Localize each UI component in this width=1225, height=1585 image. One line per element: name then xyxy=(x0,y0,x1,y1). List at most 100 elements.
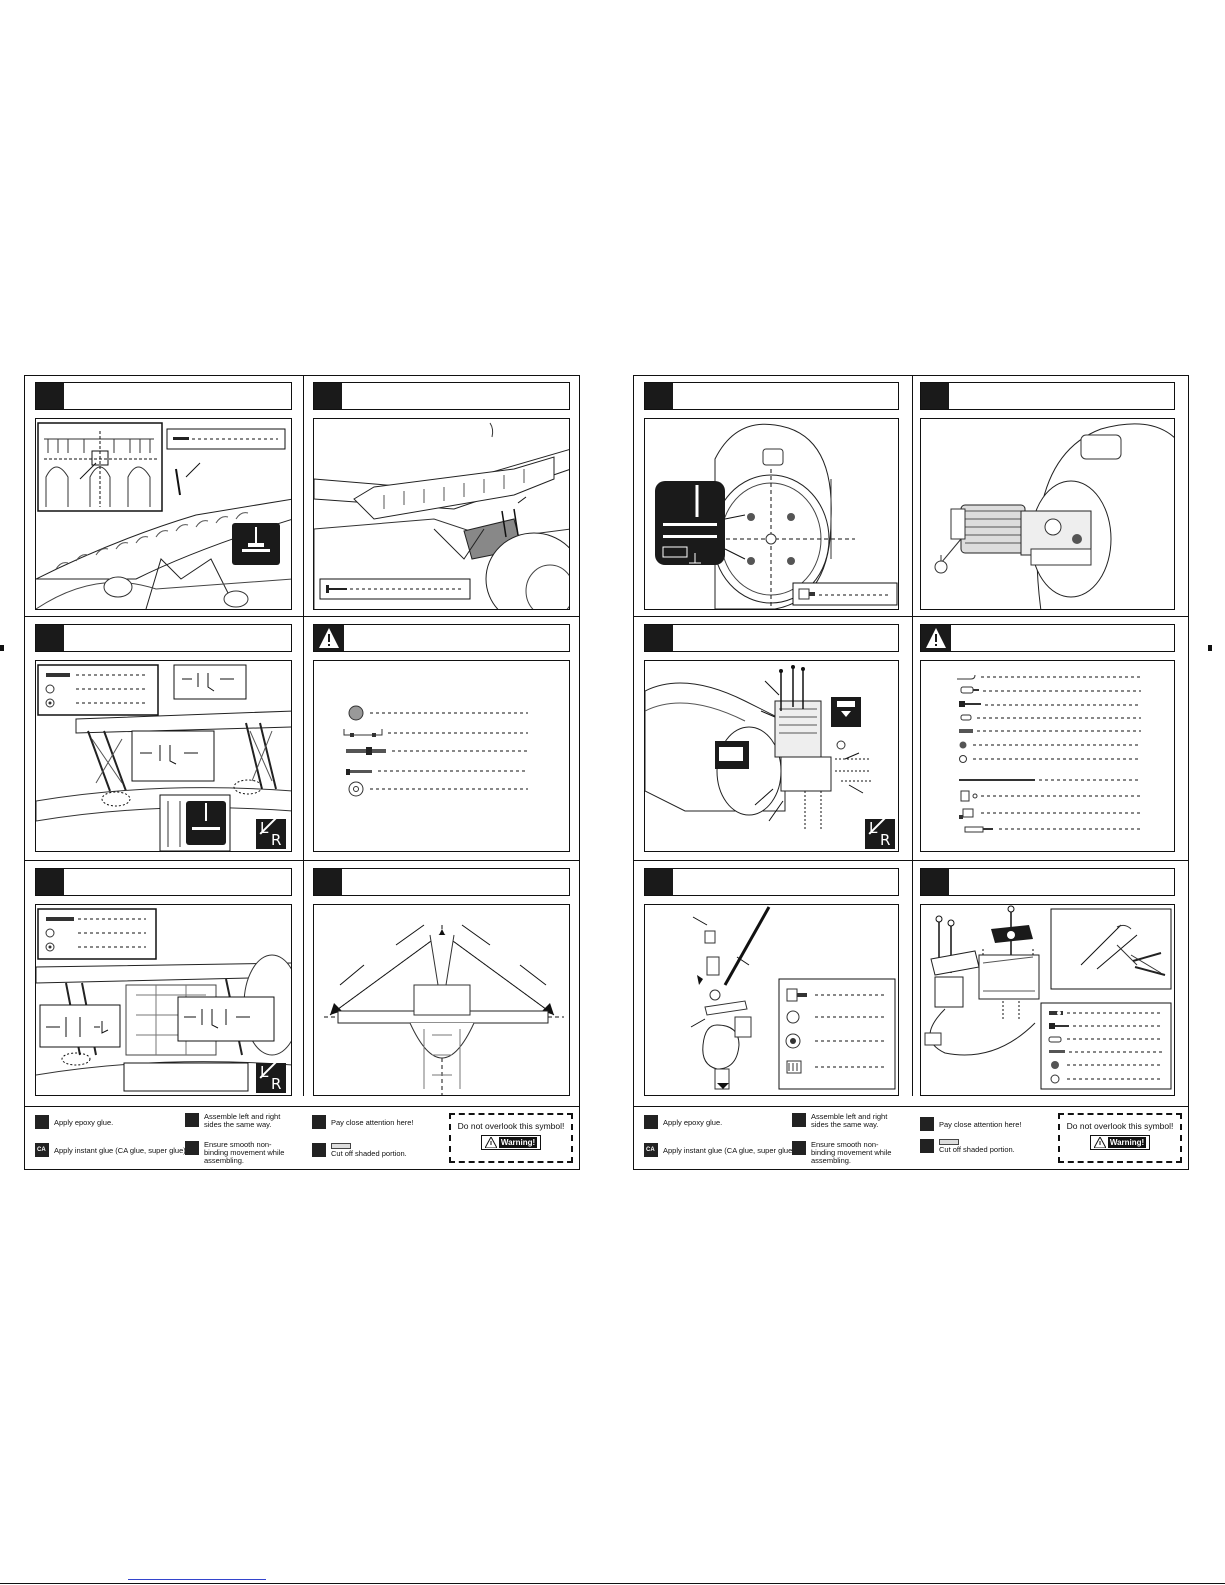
cutoff-icon xyxy=(920,1139,934,1153)
firewall-drawing xyxy=(655,423,898,609)
step-number-box xyxy=(921,383,949,409)
step-header xyxy=(644,624,899,652)
warning-badge: Warning! xyxy=(480,1135,542,1150)
warning-badge: Warning! xyxy=(1089,1135,1151,1150)
row-divider xyxy=(634,616,1188,617)
hardware-list-panel-2 xyxy=(920,660,1175,852)
row-divider xyxy=(25,860,579,861)
step-number-box xyxy=(314,869,342,895)
epoxy-icon xyxy=(35,1115,49,1129)
ca-icon: CA xyxy=(35,1143,49,1157)
interplane-struts-drawing xyxy=(36,908,291,1092)
smooth-icon xyxy=(185,1141,199,1155)
legend-instant: CA Apply instant glue (CA glue, super glu… xyxy=(35,1143,188,1157)
warning-triangle-icon xyxy=(484,1137,497,1148)
ca-icon: CA xyxy=(644,1143,658,1157)
lr-letter-r: R xyxy=(271,831,282,849)
symbol-legend: Apply epoxy glue. CA Apply instant glue (… xyxy=(25,1106,579,1169)
step-header xyxy=(644,868,899,896)
legend-instant-text: Apply instant glue (CA glue, super glue)… xyxy=(54,1146,188,1155)
step-illustration-servos xyxy=(920,904,1175,1096)
warning-triangle-icon xyxy=(1093,1137,1106,1148)
legend-cutoff-text: Cut off shaded portion. xyxy=(331,1149,407,1158)
step-illustration-wing-mount xyxy=(313,418,570,610)
epoxy-icon xyxy=(644,1115,658,1129)
legend-cutoff-text: Cut off shaded portion. xyxy=(939,1145,1015,1154)
legend-instant: CA Apply instant glue (CA glue, super glu… xyxy=(644,1143,797,1157)
step-illustration-interplane-struts: L R xyxy=(35,904,292,1096)
step-number-box xyxy=(314,383,342,409)
ca-icon-text: CA xyxy=(37,1147,46,1153)
step-number-box xyxy=(645,869,673,895)
warning-header xyxy=(313,624,570,652)
cutoff-icon xyxy=(312,1143,326,1157)
warning-triangle-icon xyxy=(926,628,946,648)
hardware-list-panel xyxy=(313,660,570,852)
left-right-icon: L R xyxy=(256,814,286,849)
engine-mount-drawing xyxy=(645,665,871,831)
step-illustration-struts: L R xyxy=(35,660,292,852)
overlook-symbol-box: Do not overlook this symbol! Warning! xyxy=(1058,1113,1182,1163)
step-number-box xyxy=(645,625,673,651)
legend-lr-text: Assemble left and right sides the same w… xyxy=(811,1112,888,1129)
left-right-icon: L R xyxy=(865,814,895,849)
hardware-list-2-drawing xyxy=(957,674,1141,833)
legend-epoxy-text: Apply epoxy glue. xyxy=(54,1118,114,1127)
wing-mount-drawing xyxy=(314,422,569,609)
page-bottom-rule xyxy=(0,1583,1225,1584)
overlook-text: Do not overlook this symbol! xyxy=(1066,1121,1174,1131)
lr-letter-r: R xyxy=(271,1075,282,1093)
shaded-portion-swatch xyxy=(939,1139,959,1145)
warning-icon-box xyxy=(921,625,951,651)
legend-lr: Assemble left and right sides the same w… xyxy=(792,1113,902,1129)
overlook-text: Do not overlook this symbol! xyxy=(457,1121,565,1131)
engine-installed-drawing xyxy=(934,423,1174,609)
step-header xyxy=(644,382,899,410)
legend-attention: Pay close attention here! xyxy=(312,1115,414,1129)
step-header xyxy=(920,868,1175,896)
legend-smooth-text: Ensure smooth non-binding movement while… xyxy=(204,1140,285,1165)
step-illustration-firewall xyxy=(644,418,899,610)
step-header xyxy=(35,624,292,652)
legend-cutoff: Cut off shaded portion. xyxy=(920,1139,1015,1154)
symbol-legend: Apply epoxy glue. CA Apply instant glue (… xyxy=(634,1106,1188,1169)
legend-smooth: Ensure smooth non-binding movement while… xyxy=(792,1141,902,1165)
legend-smooth: Ensure smooth non-binding movement while… xyxy=(185,1141,295,1165)
struts-drawing xyxy=(36,664,291,851)
step-illustration-throttle xyxy=(644,904,899,1096)
step-number-box xyxy=(645,383,673,409)
warning-triangle-icon xyxy=(319,628,339,648)
legend-cutoff: Cut off shaded portion. xyxy=(312,1143,407,1158)
warning-icon-box xyxy=(314,625,344,651)
alignment-drawing xyxy=(324,924,564,1095)
legend-lr-text: Assemble left and right sides the same w… xyxy=(204,1112,281,1129)
legend-lr: Assemble left and right sides the same w… xyxy=(185,1113,295,1129)
step-illustration-engine-mount: L R xyxy=(644,660,899,852)
warning-text: Warning! xyxy=(1107,1137,1147,1148)
step-number-box xyxy=(36,625,64,651)
bottom-link-underline xyxy=(128,1579,266,1580)
throttle-drawing xyxy=(690,906,896,1090)
warning-text: Warning! xyxy=(498,1137,538,1148)
step-number-box xyxy=(921,869,949,895)
pointing-hand-icon xyxy=(312,1115,326,1129)
overlook-symbol-box: Do not overlook this symbol! Warning! xyxy=(449,1113,573,1163)
column-divider xyxy=(912,376,913,1096)
hardware-list-drawing xyxy=(343,705,528,797)
legend-epoxy: Apply epoxy glue. xyxy=(644,1115,722,1129)
ca-icon-text: CA xyxy=(646,1147,655,1153)
legend-smooth-text: Ensure smooth non-binding movement while… xyxy=(811,1140,892,1165)
left-manual-page: L R xyxy=(24,375,580,1170)
lr-icon xyxy=(792,1113,806,1127)
step-number-box xyxy=(36,383,64,409)
servos-drawing xyxy=(924,905,1172,1090)
legend-instant-text: Apply instant glue (CA glue, super glue)… xyxy=(663,1146,797,1155)
column-divider xyxy=(303,376,304,1096)
legend-attention: Pay close attention here! xyxy=(920,1117,1022,1131)
warning-header xyxy=(920,624,1175,652)
step-header xyxy=(313,382,570,410)
step-number-box xyxy=(36,869,64,895)
legend-attention-text: Pay close attention here! xyxy=(331,1118,414,1127)
legend-attention-text: Pay close attention here! xyxy=(939,1120,1022,1129)
pointing-hand-icon xyxy=(920,1117,934,1131)
